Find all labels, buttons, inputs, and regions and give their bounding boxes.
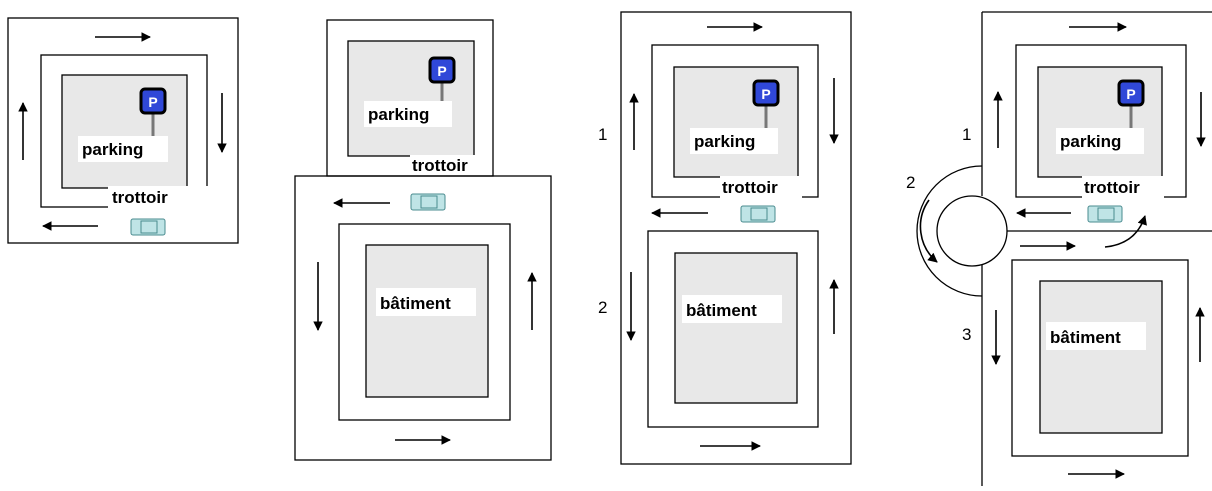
panel-4-trottoir-label: trottoir <box>1084 178 1140 197</box>
parking-sign-icon <box>428 56 456 84</box>
panel-2-parking-label: parking <box>368 105 429 124</box>
panel-1-parking-sign: P <box>139 87 167 140</box>
panel-2-arrows <box>313 198 537 445</box>
panel-1-parking-label: parking <box>82 140 143 159</box>
parking-sign-letter: P <box>761 86 770 102</box>
panel-1-trottoir-bg <box>108 186 208 208</box>
panel-2-label-bg <box>364 101 452 127</box>
panel-2-outer-road <box>294 175 552 461</box>
panel-2-sidewalk <box>338 223 511 421</box>
panel-3-batiment-bg <box>682 295 782 323</box>
panel-2-batiment-bg <box>376 288 476 316</box>
panel-4-label-bg <box>1056 128 1144 154</box>
panel-1-label-bg <box>78 136 168 162</box>
roundabout-center <box>936 195 1008 267</box>
panel-2-building <box>365 244 489 398</box>
parking-sign-icon <box>1117 79 1145 107</box>
panel-3-outer-road <box>620 11 852 465</box>
panel-1-arrows <box>18 32 227 231</box>
panel-4-number-3: 3 <box>962 325 971 344</box>
panel-4-number-1: 1 <box>962 125 971 144</box>
panel-4-batiment-label: bâtiment <box>1050 328 1121 347</box>
panel-3-building <box>674 252 798 404</box>
roundabout-arrow <box>919 199 938 263</box>
arrow-icon <box>1104 215 1147 248</box>
panel-2-parking-sign: P <box>428 56 456 106</box>
panel-1-parking-lot <box>61 74 188 189</box>
panel-4-sidewalk <box>1011 259 1189 457</box>
panel-4-batiment-bg <box>1046 322 1146 350</box>
panel-3-number-1: 1 <box>598 125 607 144</box>
parking-sign-icon <box>139 87 167 115</box>
roundabout-icon <box>916 165 1008 297</box>
panel-3-sidewalk <box>647 230 819 428</box>
parking-sign-letter: P <box>1126 86 1135 102</box>
car-icon <box>130 218 166 236</box>
panel-3-label-bg <box>690 128 778 154</box>
panel-4-trottoir-bg <box>1082 176 1164 198</box>
panel-4-number-2: 2 <box>906 173 915 192</box>
panel-1-outer-road <box>7 17 239 244</box>
panel-2-batiment-label: bâtiment <box>380 294 451 313</box>
panel-3-parking-sign: P <box>752 79 780 130</box>
parking-sign-letter: P <box>437 63 446 79</box>
car-icon <box>740 205 776 223</box>
panel-3-number-2: 2 <box>598 298 607 317</box>
panel-4-parking-label: parking <box>1060 132 1121 151</box>
panel-3-trottoir-bg <box>720 176 802 198</box>
parking-sign-icon <box>752 79 780 107</box>
parking-sign-letter: P <box>148 94 157 110</box>
panel-4-parking-sign: P <box>1117 79 1145 130</box>
panel-3-trottoir-label: trottoir <box>722 178 778 197</box>
car-icon <box>1087 205 1123 223</box>
panel-2-trottoir-bg <box>410 155 492 175</box>
panel-3-arrows <box>626 22 839 451</box>
car-icon <box>410 193 446 211</box>
panel-3 <box>620 11 852 465</box>
panel-1 <box>7 17 239 244</box>
panel-2-trottoir-label: trottoir <box>412 156 468 175</box>
panel-2 <box>294 19 552 461</box>
roundabout-outer-arc <box>916 165 983 297</box>
panel-3-parking-label: parking <box>694 132 755 151</box>
panel-3-batiment-label: bâtiment <box>686 301 757 320</box>
panel-4 <box>981 11 1212 486</box>
panel-3-parking-lot <box>673 66 799 178</box>
panel-1-trottoir-label: trottoir <box>112 188 168 207</box>
panel-4-building <box>1039 280 1163 434</box>
panel-2-parking-lot <box>347 40 475 157</box>
panel-4-arrows <box>991 22 1206 479</box>
